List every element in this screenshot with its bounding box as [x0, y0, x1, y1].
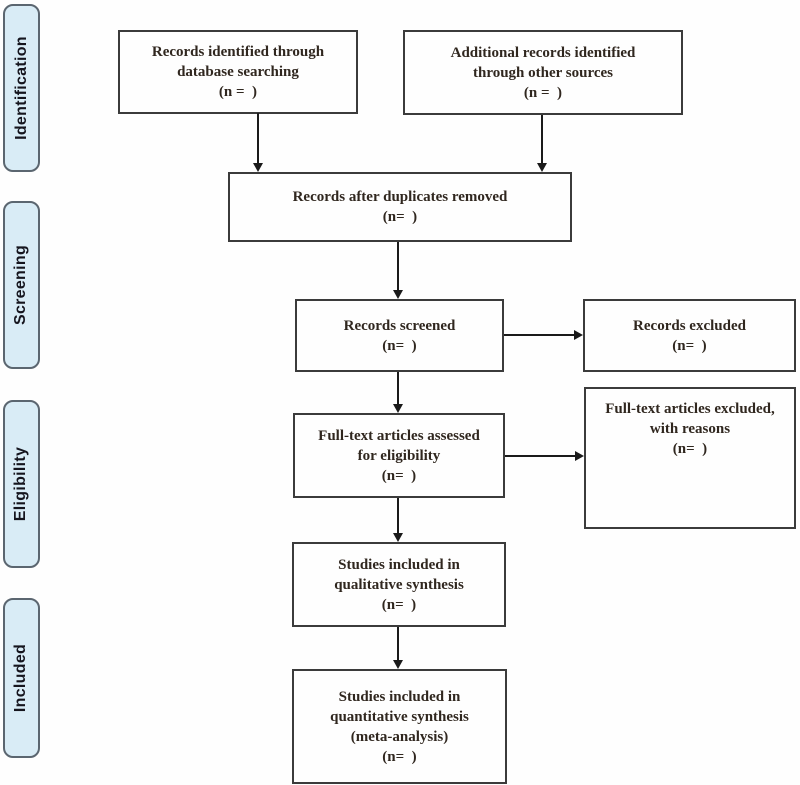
- box-text-line: (meta-analysis): [350, 728, 449, 745]
- box-text-line: Records identified through: [151, 44, 325, 60]
- arrow-duplicates-to-screened: [393, 242, 403, 299]
- box-text-line: through other sources: [472, 64, 613, 81]
- box-records-screened: Records screened (n= ): [295, 299, 504, 372]
- arrow-fulltext-to-qualitative: [393, 498, 403, 542]
- arrow-screened-to-fulltext: [393, 372, 403, 413]
- box-additional-records-other-sources: Additional records identified through ot…: [403, 30, 683, 115]
- box-n-value: (n= ): [382, 209, 418, 225]
- arrow-fulltext-to-excluded: [505, 451, 584, 461]
- box-n-value: (n = ): [523, 84, 563, 101]
- arrow-database-to-duplicates: [253, 113, 263, 172]
- box-n-value: (n= ): [672, 337, 707, 354]
- box-text-line: Records screened: [343, 317, 456, 334]
- box-n-value: (n= ): [381, 467, 417, 484]
- box-text-line: Records after duplicates removed: [292, 189, 508, 205]
- box-n-value: (n= ): [381, 596, 417, 613]
- box-text-line: Full-text articles assessed: [318, 427, 480, 444]
- stage-tab-identification: Identification: [3, 4, 40, 172]
- box-studies-quantitative-synthesis: Studies included in quantitative synthes…: [292, 669, 507, 784]
- arrow-othersources-to-duplicates: [537, 115, 547, 172]
- box-records-after-duplicates-removed: Records after duplicates removed (n= ): [228, 172, 572, 242]
- box-records-excluded: Records excluded (n= ): [583, 299, 796, 372]
- stage-tab-screening: Screening: [3, 201, 40, 369]
- box-n-value: (n= ): [382, 748, 417, 765]
- arrow-qualitative-to-quantitative: [393, 627, 403, 669]
- box-text-line: database searching: [177, 64, 299, 80]
- box-text-line: qualitative synthesis: [334, 576, 464, 593]
- box-text-line: Additional records identified: [450, 44, 636, 61]
- stage-label-identification: Identification: [12, 36, 30, 140]
- stage-tab-eligibility: Eligibility: [3, 400, 40, 568]
- box-n-value: (n= ): [382, 337, 417, 354]
- box-text-line: Full-text articles excluded,: [605, 401, 775, 417]
- box-text-line: quantitative synthesis: [330, 708, 469, 725]
- box-studies-qualitative-synthesis: Studies included in qualitative synthesi…: [292, 542, 506, 627]
- box-fulltext-assessed-eligibility: Full-text articles assessed for eligibil…: [293, 413, 505, 498]
- box-records-identified-database: Records identified through database sear…: [118, 30, 358, 114]
- box-text-line: with reasons: [649, 421, 731, 437]
- box-n-value: (n= ): [672, 441, 708, 457]
- stage-label-included: Included: [12, 643, 30, 713]
- box-text-line: Records excluded: [633, 317, 746, 334]
- box-text-line: for eligibility: [357, 447, 441, 464]
- box-text-line: Studies included in: [338, 556, 460, 573]
- box-n-value: (n = ): [218, 84, 258, 100]
- stage-label-eligibility: Eligibility: [12, 446, 30, 522]
- box-text-line: Studies included in: [338, 688, 461, 705]
- stage-label-screening: Screening: [12, 244, 30, 326]
- stage-tab-included: Included: [3, 598, 40, 758]
- arrow-screened-to-excluded: [504, 330, 583, 340]
- box-fulltext-excluded-with-reasons: Full-text articles excluded, with reason…: [584, 387, 796, 529]
